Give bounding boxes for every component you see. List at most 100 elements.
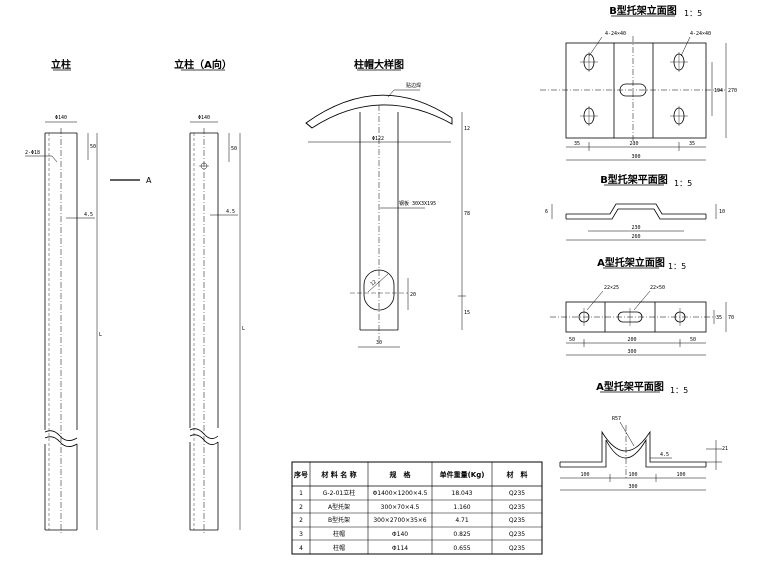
cap-dim-bottom: 15 bbox=[464, 310, 470, 316]
table-row: 2 A型托架 300×70×4.5 1.160 Q235 bbox=[299, 503, 525, 511]
a-plan-radius: R57 bbox=[612, 416, 621, 422]
a-elev-dim-300: 300 bbox=[627, 349, 636, 355]
b-elev-dim-35b: 35 bbox=[689, 141, 695, 147]
column-hole-label: 2-Φ18 bbox=[25, 150, 40, 156]
table-row: 4 柱帽 Φ114 0.655 Q235 bbox=[299, 544, 525, 552]
table-cell: 2 bbox=[299, 504, 303, 511]
table-header-weight: 单件重量(Kg) bbox=[440, 470, 485, 479]
table-cell: Q235 bbox=[509, 490, 525, 497]
b-plan-dim-230: 230 bbox=[631, 225, 640, 231]
column-a-dia-label: Φ140 bbox=[198, 115, 210, 121]
cap-width-dim: 30 bbox=[376, 340, 382, 346]
a-elev-hole-right: 22×50 bbox=[650, 285, 665, 291]
table-cell: 柱帽 bbox=[333, 530, 345, 538]
cap-weld-label: 贴边焊 bbox=[406, 82, 421, 89]
b-plan-title: B型托架平面图 bbox=[600, 173, 668, 186]
column-a-title: 立柱（A向） bbox=[174, 58, 232, 71]
b-plan-view: B型托架平面图 1：5 230 260 6 10 bbox=[545, 173, 725, 241]
column-a-view: 立柱（A向） Φ140 50 4.5 L bbox=[174, 58, 245, 535]
table-cell: 18.043 bbox=[452, 490, 473, 497]
table-cell: G-2-01立柱 bbox=[323, 489, 355, 497]
table-cell: 4 bbox=[299, 545, 303, 552]
table-cell: Φ1400×1200×4.5 bbox=[373, 490, 428, 497]
table-row: 2 B型托架 300×2700×35×6 4.71 Q235 bbox=[299, 516, 525, 524]
column-a-top-dim: 50 bbox=[231, 146, 237, 152]
table-header-index: 序号 bbox=[293, 470, 308, 479]
column-a-thick-dim: 4.5 bbox=[226, 209, 235, 215]
cap-title: 柱帽大样图 bbox=[354, 58, 404, 71]
column-dia-label: Φ140 bbox=[55, 115, 67, 121]
b-elevation-view: B型托架立面图 1：5 4-24×40 4-24×40 35 230 35 bbox=[540, 4, 737, 161]
table-cell: Q235 bbox=[509, 545, 525, 552]
column-a-length-dim: L bbox=[242, 326, 245, 332]
table-cell: 0.825 bbox=[453, 531, 470, 538]
table-cell: 1 bbox=[299, 490, 303, 497]
b-elev-dim-230: 230 bbox=[629, 141, 638, 147]
cap-dia-label: Φ122 bbox=[372, 136, 384, 142]
table-cell: 0.655 bbox=[453, 545, 470, 552]
table-cell: A型托架 bbox=[328, 503, 350, 511]
table-cell: Φ114 bbox=[392, 545, 408, 552]
a-elev-dim-50b: 50 bbox=[690, 337, 696, 343]
cap-steel-label: 钢板 30X3X195 bbox=[399, 200, 436, 207]
b-elev-dim-35a: 35 bbox=[574, 141, 580, 147]
a-elev-hole-left: 22×25 bbox=[604, 285, 619, 291]
table-row: 1 G-2-01立柱 Φ1400×1200×4.5 18.043 Q235 bbox=[299, 489, 525, 497]
table-cell: Φ140 bbox=[392, 531, 408, 538]
b-plan-dim-260: 260 bbox=[631, 234, 640, 240]
a-plan-dim-100b: 100 bbox=[628, 472, 637, 478]
table-cell: Q235 bbox=[509, 531, 525, 538]
cap-dim-mid: 78 bbox=[464, 211, 470, 217]
a-elev-dim-h2: 70 bbox=[728, 315, 734, 321]
table-cell: 2 bbox=[299, 517, 303, 524]
a-plan-dim-100a: 100 bbox=[580, 472, 589, 478]
a-plan-title: A型托架平面图 bbox=[596, 380, 664, 393]
material-table: 序号 材 料 名 称 规 格 单件重量(Kg) 材 料 1 G-2-01立柱 Φ… bbox=[291, 461, 543, 555]
a-plan-dim-300: 300 bbox=[628, 484, 637, 490]
a-elev-scale: 1：5 bbox=[668, 262, 686, 271]
a-plan-scale: 1：5 bbox=[670, 386, 688, 395]
table-header-material: 材 料 bbox=[506, 470, 528, 479]
column-length-dim: L bbox=[99, 332, 102, 338]
b-elev-scale: 1：5 bbox=[684, 9, 702, 18]
cap-dim-slot: 20 bbox=[410, 292, 416, 298]
b-elev-dim-h2: 270 bbox=[728, 88, 737, 94]
b-elev-hole-left: 4-24×40 bbox=[605, 31, 626, 37]
b-plan-scale: 1：5 bbox=[674, 179, 692, 188]
table-row: 3 柱帽 Φ140 0.825 Q235 bbox=[299, 530, 525, 538]
a-elev-dim-h1: 35 bbox=[716, 315, 722, 321]
a-plan-view: A型托架平面图 1：5 R57 4.5 21 100 100 100 300 bbox=[559, 380, 728, 491]
column-top-dim: 50 bbox=[90, 144, 96, 150]
table-cell: 3 bbox=[299, 531, 303, 538]
table-header-name: 材 料 名 称 bbox=[320, 470, 356, 479]
a-elev-dim-50a: 50 bbox=[569, 337, 575, 343]
table-header-spec: 规 格 bbox=[390, 470, 412, 479]
table-cell: 柱帽 bbox=[333, 544, 345, 552]
a-plan-thick: 4.5 bbox=[660, 452, 669, 458]
b-elev-hole-right: 4-24×40 bbox=[690, 31, 711, 37]
table-cell: 300×70×4.5 bbox=[381, 504, 420, 511]
a-elev-dim-200: 200 bbox=[627, 337, 636, 343]
a-elevation-view: A型托架立面图 1：5 22×25 22×50 50 200 50 300 35… bbox=[550, 256, 734, 356]
b-plan-dim-r: 10 bbox=[719, 209, 725, 215]
section-mark-a: A bbox=[146, 176, 152, 185]
column-thick-dim: 4.5 bbox=[84, 212, 93, 218]
table-cell: B型托架 bbox=[328, 516, 350, 524]
a-plan-dim-100c: 100 bbox=[676, 472, 685, 478]
column-title: 立柱 bbox=[51, 58, 71, 71]
cap-dim-top: 12 bbox=[464, 126, 470, 132]
table-cell: Q235 bbox=[509, 517, 525, 524]
a-plan-dim-21: 21 bbox=[722, 446, 728, 452]
b-elev-dim-h1: 194 bbox=[714, 88, 723, 94]
b-elev-dim-300: 300 bbox=[631, 154, 640, 160]
a-elev-title: A型托架立面图 bbox=[597, 256, 665, 269]
table-cell: 300×2700×35×6 bbox=[373, 517, 426, 524]
b-elev-title: B型托架立面图 bbox=[609, 4, 677, 17]
table-cell: 4.71 bbox=[455, 517, 469, 524]
cap-slot-label: 12 bbox=[369, 279, 377, 287]
b-plan-dim-6: 6 bbox=[545, 209, 548, 215]
table-cell: Q235 bbox=[509, 504, 525, 511]
cap-detail-view: 柱帽大样图 贴边焊 Φ122 钢板 30X3X195 12 12 78 20 1… bbox=[305, 58, 470, 348]
column-view: 立柱 Φ140 2-Φ18 50 4.5 L A bbox=[25, 58, 152, 535]
